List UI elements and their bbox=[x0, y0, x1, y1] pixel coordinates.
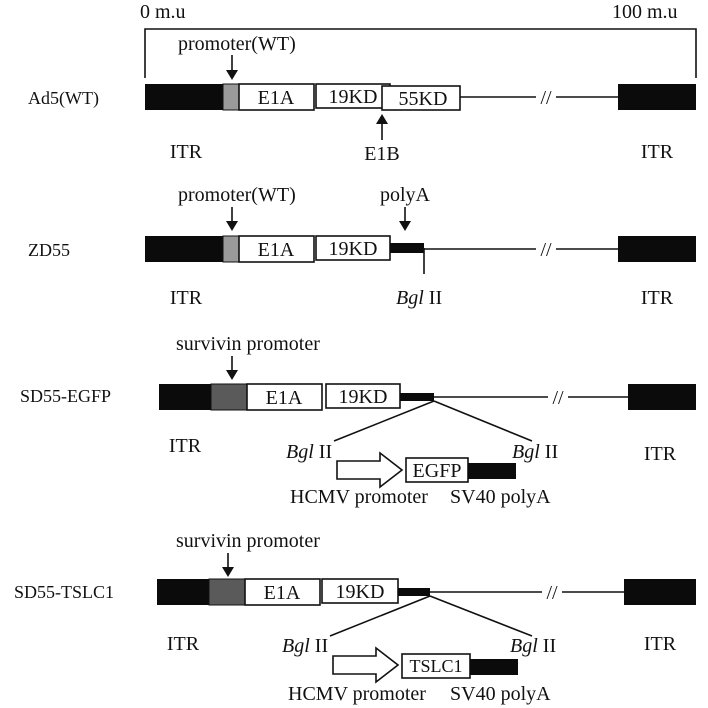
hcmv-label: HCMV promoter bbox=[290, 486, 428, 508]
wt-promoter-block bbox=[222, 83, 240, 111]
kd19-box bbox=[315, 83, 391, 109]
scale-end-label: 100 m.u bbox=[612, 1, 678, 23]
sv40-polya-block bbox=[468, 463, 516, 479]
bgl-site-right-label: Bgl II bbox=[510, 635, 556, 657]
kd19-box bbox=[315, 235, 391, 261]
construct-sd55-egfp: SD55-EGFP survivin promoter E1A 19KD // … bbox=[20, 333, 696, 508]
break-mark: // bbox=[540, 87, 552, 109]
insert-site-block bbox=[398, 588, 430, 596]
insert-expansion-left bbox=[329, 595, 431, 637]
construct-name: Ad5(WT) bbox=[28, 88, 99, 109]
construct-name: SD55-TSLC1 bbox=[14, 582, 114, 602]
break-mark: // bbox=[540, 239, 552, 261]
itr-right bbox=[628, 384, 696, 410]
promoter-label: promoter(WT) bbox=[178, 33, 296, 55]
itr-right-label: ITR bbox=[644, 443, 677, 465]
insert-expansion-left bbox=[333, 400, 435, 442]
scale-bar: 0 m.u 100 m.u bbox=[140, 1, 697, 78]
scale-bracket bbox=[144, 28, 697, 78]
e1a-box bbox=[238, 235, 315, 263]
gene-box bbox=[405, 457, 469, 483]
survivin-promoter-block bbox=[210, 383, 248, 411]
hcmv-label: HCMV promoter bbox=[288, 683, 426, 705]
itr-left bbox=[157, 579, 209, 605]
e1a-box bbox=[246, 383, 323, 411]
kd19-label: 19KD bbox=[336, 581, 385, 603]
construct-zd55: ZD55 promoter(WT) polyA E1A 19KD // Bgl … bbox=[28, 184, 696, 309]
promoter-label: survivin promoter bbox=[176, 333, 320, 355]
itr-left bbox=[159, 384, 211, 410]
e1a-label: E1A bbox=[258, 239, 295, 261]
kd55-label: 55KD bbox=[399, 88, 448, 110]
kd19-label: 19KD bbox=[339, 386, 388, 408]
kd19-box bbox=[325, 383, 401, 409]
insert-site-block bbox=[400, 393, 434, 401]
itr-left bbox=[145, 236, 223, 262]
promoter-arrowhead bbox=[222, 567, 234, 577]
hcmv-promoter-arrow bbox=[332, 646, 400, 684]
polya-arrowhead bbox=[399, 221, 411, 231]
sv40-label: SV40 polyA bbox=[450, 683, 551, 705]
construct-sd55-tslc1: SD55-TSLC1 survivin promoter E1A 19KD //… bbox=[14, 530, 696, 705]
promoter-arrowhead bbox=[226, 221, 238, 231]
wt-promoter-block bbox=[222, 235, 240, 263]
promoter-arrowhead bbox=[226, 70, 238, 80]
kd19-box bbox=[321, 578, 399, 604]
e1a-label: E1A bbox=[258, 87, 295, 109]
construct-name: SD55-EGFP bbox=[20, 386, 111, 406]
kd55-box bbox=[381, 85, 461, 111]
itr-left bbox=[145, 84, 223, 110]
itr-right bbox=[618, 84, 696, 110]
hcmv-promoter-arrow bbox=[336, 451, 404, 489]
promoter-arrowhead bbox=[226, 370, 238, 380]
bgl-site-left-label: Bgl II bbox=[286, 441, 332, 463]
bgl-site-label: Bgl II bbox=[396, 287, 442, 309]
itr-left-label: ITR bbox=[170, 141, 203, 163]
scale-start-label: 0 m.u bbox=[140, 1, 186, 23]
construct-ad5-wt: Ad5(WT) promoter(WT) E1A 19KD 55KD // E1… bbox=[28, 33, 696, 165]
e1b-arrowhead bbox=[376, 114, 388, 124]
gene-label: EGFP bbox=[413, 460, 462, 482]
break-mark: // bbox=[552, 387, 564, 409]
itr-left-label: ITR bbox=[167, 633, 200, 655]
itr-right-label: ITR bbox=[641, 287, 674, 309]
insert-expansion-right bbox=[433, 400, 533, 442]
itr-right bbox=[624, 579, 696, 605]
itr-right bbox=[618, 236, 696, 262]
promoter-label: promoter(WT) bbox=[178, 184, 296, 206]
sv40-polya-block bbox=[470, 659, 518, 675]
kd19-label: 19KD bbox=[329, 238, 378, 260]
e1a-label: E1A bbox=[266, 387, 303, 409]
break-mark: // bbox=[546, 582, 558, 604]
gene-label: TSLC1 bbox=[409, 656, 462, 676]
promoter-label: survivin promoter bbox=[176, 530, 320, 552]
e1a-box bbox=[238, 83, 315, 111]
e1a-label: E1A bbox=[264, 582, 301, 604]
polya-label: polyA bbox=[380, 184, 431, 206]
e1b-label: E1B bbox=[364, 143, 400, 165]
kd19-label: 19KD bbox=[329, 86, 378, 108]
itr-right-label: ITR bbox=[644, 633, 677, 655]
sv40-label: SV40 polyA bbox=[450, 486, 551, 508]
itr-left-label: ITR bbox=[170, 287, 203, 309]
bgl-site-right-label: Bgl II bbox=[512, 441, 558, 463]
e1a-box bbox=[244, 578, 321, 606]
itr-right-label: ITR bbox=[641, 141, 674, 163]
insert-expansion-right bbox=[429, 595, 533, 637]
bgl-site-left-label: Bgl II bbox=[282, 635, 328, 657]
polya-block bbox=[390, 243, 424, 253]
construct-name: ZD55 bbox=[28, 240, 70, 260]
survivin-promoter-block bbox=[208, 578, 246, 606]
itr-left-label: ITR bbox=[169, 435, 202, 457]
